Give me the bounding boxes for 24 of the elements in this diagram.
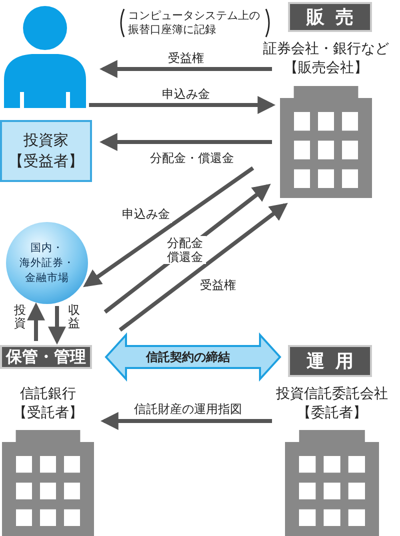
double-arrow xyxy=(104,332,282,382)
edge-label: 信託財産の運用指図 xyxy=(132,400,244,418)
company-name: 信託銀行【受託者】 xyxy=(12,385,84,423)
arrow xyxy=(89,96,276,114)
arrow xyxy=(27,302,45,341)
company-name: 投資信託委託会社【委託者】 xyxy=(275,385,389,423)
arrow xyxy=(48,306,66,345)
arrow xyxy=(99,133,272,151)
investor-box: 投資家【受益者】 xyxy=(0,120,92,182)
edge-label: 信託契約の締結 xyxy=(146,349,230,366)
edge-label: 申込み金 xyxy=(120,205,172,223)
section-header: 運用 xyxy=(288,345,372,377)
section-header: 販売 xyxy=(288,2,372,32)
edge-label: 投資 xyxy=(12,304,24,330)
note-text: コンピュータシステム上の振替口座簿に記録 xyxy=(127,9,261,37)
edge-label: 分配金償還金 xyxy=(164,236,206,264)
company-name: 証券会社・銀行など【販売会社】 xyxy=(262,40,390,78)
edge-label: 分配金・償還金 xyxy=(148,149,236,167)
arrow xyxy=(99,60,272,78)
edge-label: 収益 xyxy=(66,304,78,330)
arrow xyxy=(100,412,272,430)
arrow xyxy=(118,202,288,332)
section-header: 保管・管理 xyxy=(0,345,92,369)
person-figure xyxy=(2,4,88,108)
